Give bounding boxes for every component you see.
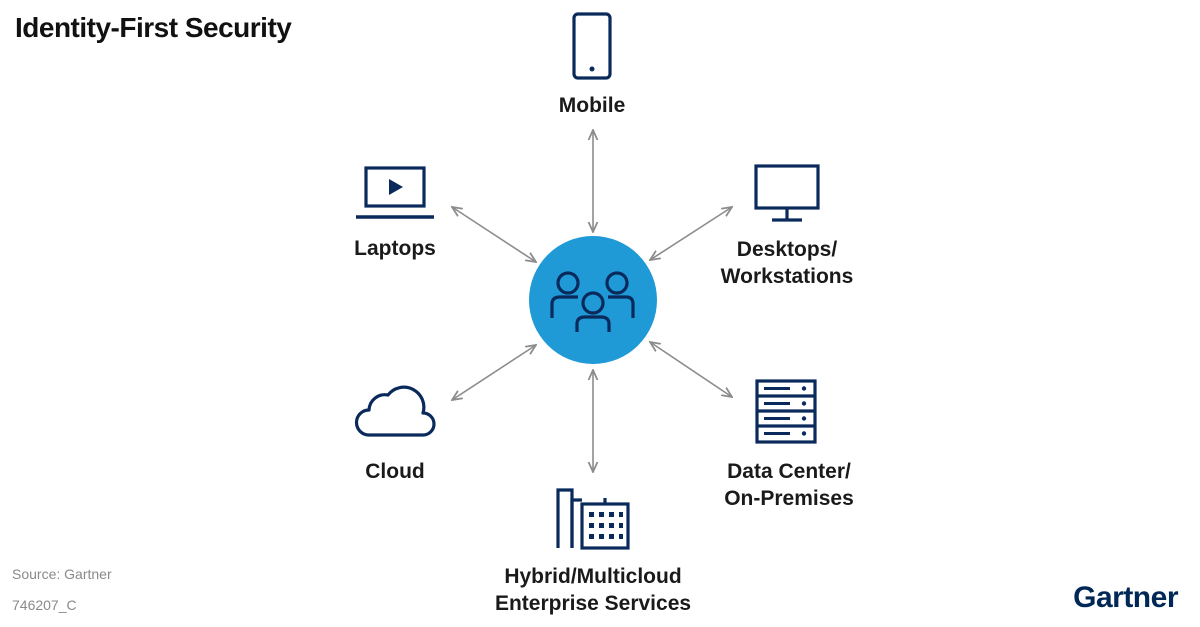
identity-hub [529, 236, 657, 364]
label-datacenter: Data Center/ On-Premises [724, 458, 854, 512]
label-hybrid-line-1: Hybrid/Multicloud [504, 565, 682, 588]
label-cloud-line-1: Cloud [365, 460, 425, 483]
arrow-laptops [452, 207, 536, 262]
arrow-desktops [650, 207, 732, 260]
arrow-datacenter [650, 342, 732, 397]
source-note: Source: Gartner [12, 566, 112, 582]
arrow-cloud [452, 345, 536, 400]
cloud-icon [354, 385, 436, 437]
label-datacenter-line-1: Data Center/ [727, 460, 851, 483]
office-buildings-icon [556, 488, 630, 550]
users-group-icon [550, 271, 635, 332]
label-mobile-line-1: Mobile [558, 94, 626, 117]
label-mobile: Mobile [559, 92, 626, 119]
label-hybrid-line-2: Enterprise Services [494, 592, 692, 615]
mobile-phone-icon [572, 12, 612, 80]
label-hybrid: Hybrid/Multicloud Enterprise Services [495, 563, 691, 617]
label-desktops-line-1: Desktops/ [736, 238, 838, 261]
laptop-play-icon [356, 166, 434, 219]
hub-circle [529, 236, 657, 364]
diagram-title: Identity-First Security [15, 12, 292, 43]
label-datacenter-line-2: On-Premises [724, 487, 854, 510]
gartner-logo: Gartner [1073, 581, 1178, 614]
figure-code: 746207_C [12, 597, 77, 613]
label-cloud: Cloud [365, 458, 424, 485]
label-laptops: Laptops [354, 235, 436, 262]
label-laptops-line-1: Laptops [354, 237, 436, 260]
label-desktops-line-2: Workstations [720, 265, 854, 288]
server-rack-icon [755, 379, 817, 444]
desktop-monitor-icon [754, 164, 820, 222]
label-desktops: Desktops/ Workstations [721, 236, 854, 290]
